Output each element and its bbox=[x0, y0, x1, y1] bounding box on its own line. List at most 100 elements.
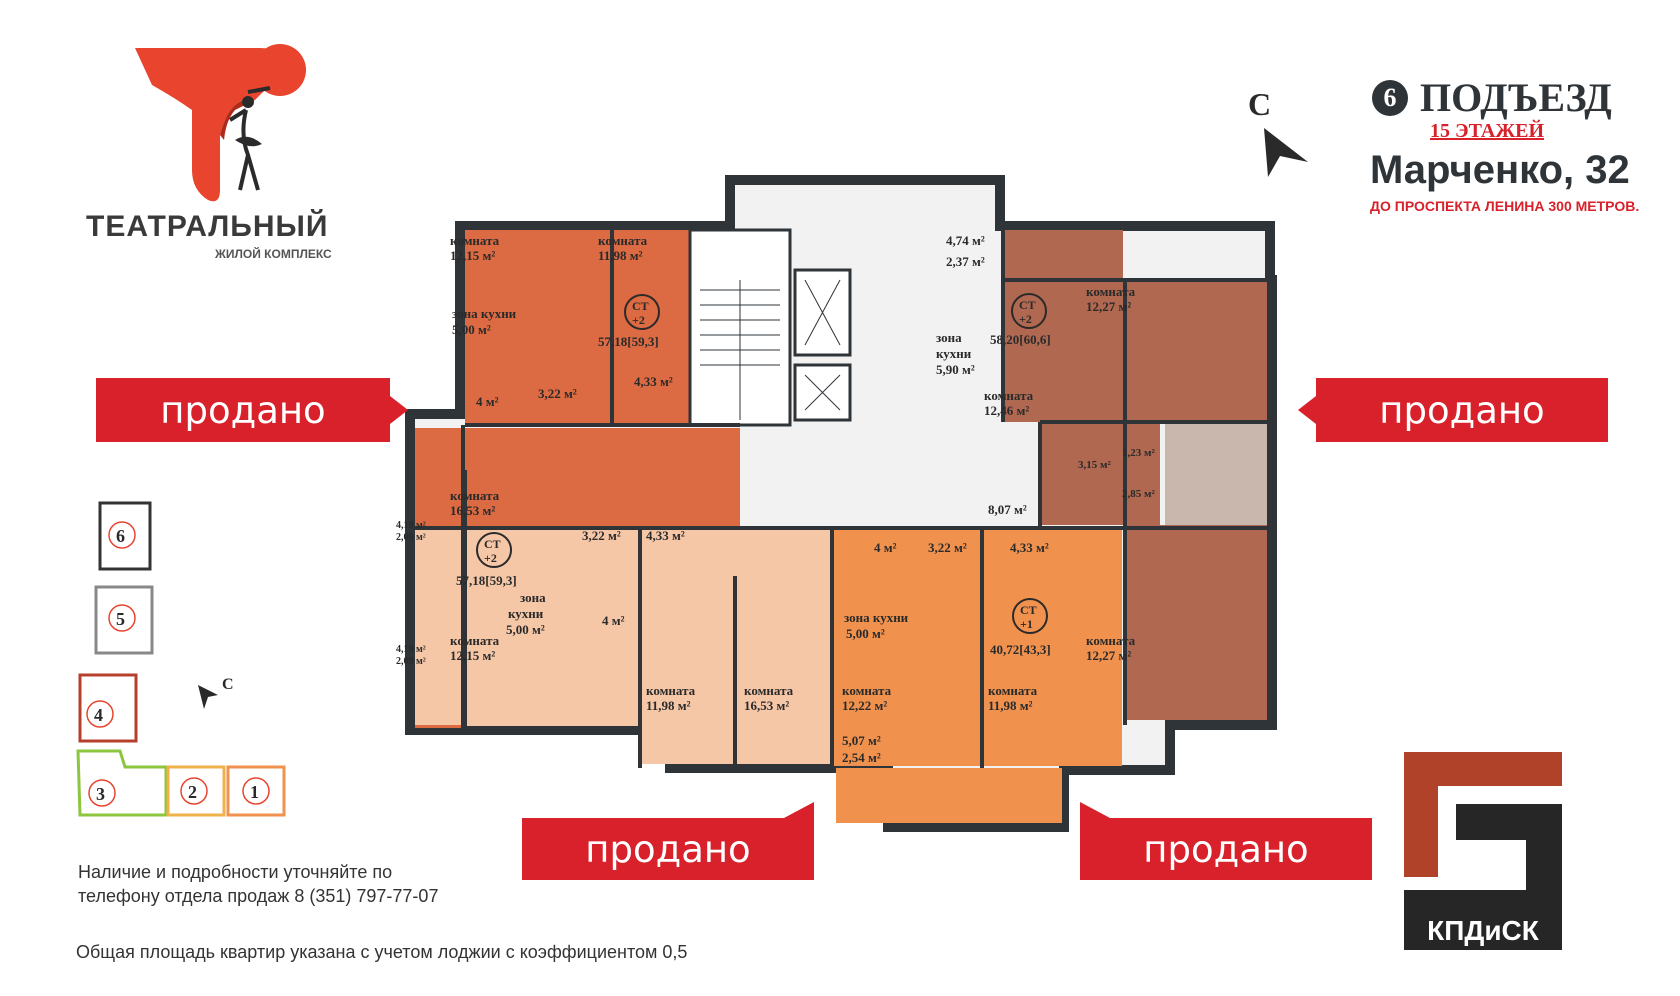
apt-bl-room3-label: комната bbox=[744, 683, 794, 698]
north-arrow-icon bbox=[1264, 128, 1308, 177]
apt-tl-hall: 3,22 м² bbox=[538, 386, 577, 401]
apt-tr-bath: 2,85 м² bbox=[1122, 488, 1155, 500]
apt-bl-room2 bbox=[640, 576, 735, 764]
apt-tr-badge-type: СТ bbox=[1019, 298, 1036, 312]
apt-tr-area: 58,20[60,6] bbox=[990, 332, 1051, 347]
apt-tr-loggia2: 2,37 м² bbox=[946, 254, 985, 269]
apt-br-room1-area: 12,22 м² bbox=[842, 698, 887, 713]
apt-br-hall: 3,22 м² bbox=[928, 540, 967, 555]
apt-tr-kitchen-label2: кухни bbox=[936, 346, 972, 361]
entrance-label: ПОДЪЕЗД bbox=[1420, 75, 1612, 120]
mini-map-north-arrow-icon bbox=[198, 685, 218, 709]
mini-map-north-label: С bbox=[222, 676, 234, 693]
apt-bl-room3-area: 16,53 м² bbox=[744, 698, 789, 713]
mini-map-entrance-1: 1 bbox=[250, 782, 259, 802]
apt-tr-room3-area: 12,27 м² bbox=[1086, 648, 1131, 663]
apt-br-kitchen-area: 5,00 м² bbox=[846, 626, 885, 641]
sold-banner-right-label: продано bbox=[1379, 388, 1545, 432]
arrow-up-left-icon bbox=[1080, 802, 1110, 818]
apt-tl-room1 bbox=[465, 230, 610, 425]
brand-logo bbox=[80, 40, 380, 260]
apt-br-kitchen bbox=[832, 526, 982, 766]
apt-bl-area: 57,18[59,3] bbox=[456, 573, 517, 588]
apt-tl-room3-label: комната bbox=[450, 488, 500, 503]
apt-tl-room3 bbox=[465, 428, 740, 528]
apt-tl-room2-area: 11,98 м² bbox=[598, 248, 643, 263]
brand-name: ТЕАТРАЛЬНЫЙ bbox=[86, 210, 329, 243]
apt-tr-bath bbox=[1165, 422, 1267, 525]
apt-bl-kitchen-label2: кухни bbox=[508, 606, 544, 621]
apt-tr-hall: 8,07 м² bbox=[988, 502, 1027, 517]
apt-tl-room1-label: комната bbox=[450, 233, 500, 248]
apt-br-hall2: 4,33 м² bbox=[1010, 540, 1049, 555]
apt-bl-room1-label: комната bbox=[450, 633, 500, 648]
sold-banner-bottom-left-label: продано bbox=[585, 827, 751, 871]
compass-north-label: С bbox=[1248, 86, 1272, 122]
sold-banner-left-label: продано bbox=[160, 388, 326, 432]
apt-br-loggia1: 5,07 м² bbox=[842, 733, 881, 748]
apt-tr-corr: 3,15 м² bbox=[1078, 459, 1111, 471]
apt-tr-room2-label: комната bbox=[984, 388, 1034, 403]
apt-br-room2-area: 11,98 м² bbox=[988, 698, 1033, 713]
apt-bl-badge-type: СТ bbox=[484, 537, 501, 551]
arrow-right-icon bbox=[390, 396, 408, 424]
arrow-left-icon bbox=[1298, 396, 1316, 424]
sold-banner-left: продано bbox=[96, 378, 408, 442]
apt-tr-room1 bbox=[1125, 282, 1267, 422]
apt-bl-loggia2: 2,09 м² bbox=[396, 656, 426, 667]
apt-tl-area: 57,18[59,3] bbox=[598, 334, 659, 349]
apt-bl-bath: 4 м² bbox=[602, 613, 625, 628]
apt-bl-loggia bbox=[415, 530, 463, 725]
arrow-up-right-icon bbox=[784, 802, 814, 818]
apt-tl-loggia2: 2,09 м² bbox=[396, 532, 426, 543]
apt-tl-room2-label: комната bbox=[598, 233, 648, 248]
entrance-number: 6 bbox=[1383, 83, 1397, 112]
apt-tr-room1-label: комната bbox=[1086, 284, 1136, 299]
apt-tl-badge-type: СТ bbox=[632, 299, 649, 313]
brand-subtitle: ЖИЛОЙ КОМПЛЕКС bbox=[215, 247, 332, 261]
apt-bl-hall2: 4,33 м² bbox=[646, 528, 685, 543]
apt-bl-loggia1: 4,19 м² bbox=[396, 644, 426, 655]
mini-map-entrance-3: 3 bbox=[96, 784, 105, 804]
apt-br-area: 40,72[43,3] bbox=[990, 642, 1051, 657]
contact-line-2: телефону отдела продаж 8 (351) 797-77-07 bbox=[78, 886, 439, 906]
sold-banner-bottom-right: продано bbox=[1080, 802, 1372, 880]
apt-bl-room2-area: 11,98 м² bbox=[646, 698, 691, 713]
apt-tr-room2-area: 12,46 м² bbox=[984, 403, 1029, 418]
apt-br-room1-label: комната bbox=[842, 683, 892, 698]
apt-bl-hall bbox=[640, 526, 830, 576]
apt-tl-loggia1: 4,19 м² bbox=[396, 520, 426, 531]
sold-banner-right: продано bbox=[1298, 378, 1608, 442]
apt-br-badge bbox=[1012, 598, 1048, 634]
address: Марченко, 32 bbox=[1370, 148, 1630, 192]
developer-logo-mark-icon bbox=[1404, 752, 1562, 912]
apt-tr-room3-label: комната bbox=[1086, 633, 1136, 648]
distance-note: ДО ПРОСПЕКТА ЛЕНИНА 300 МЕТРОВ. bbox=[1370, 198, 1640, 214]
developer-logo-text: КПДиСК bbox=[1404, 912, 1562, 950]
apt-bl-room1 bbox=[465, 530, 640, 726]
apt-tr-loggia1: 4,74 м² bbox=[946, 233, 985, 248]
apt-tr-wc: 1,23 м² bbox=[1122, 447, 1155, 459]
apt-tr-kitchen bbox=[1003, 282, 1123, 422]
apt-tl-bath: 4 м² bbox=[476, 394, 499, 409]
apt-tr-kitchen-label1: зона bbox=[936, 330, 962, 345]
apt-tl-badge bbox=[624, 294, 660, 330]
apt-br-bath: 4 м² bbox=[874, 540, 897, 555]
apt-bl-kitchen-area: 5,00 м² bbox=[506, 622, 545, 637]
apt-br-room2 bbox=[982, 526, 1122, 766]
entrance-badge: 6 bbox=[1372, 80, 1408, 116]
apt-tl-room1-area: 12,15 м² bbox=[450, 248, 495, 263]
sold-banner-bottom-right-label: продано bbox=[1143, 827, 1309, 871]
apt-tl-badge-rooms: +2 bbox=[632, 313, 645, 327]
contact-line-1: Наличие и подробности уточняйте по bbox=[78, 862, 393, 882]
apt-bl-room3 bbox=[737, 576, 830, 764]
apt-br-badge-rooms: +1 bbox=[1020, 617, 1033, 631]
apt-tr-room1-area: 12,27 м² bbox=[1086, 299, 1131, 314]
apt-bl-badge bbox=[476, 532, 512, 568]
apt-tr-hall bbox=[1040, 422, 1160, 525]
mini-map-entrance-6: 6 bbox=[116, 526, 125, 546]
apt-bl-kitchen-label1: зона bbox=[520, 590, 546, 605]
sold-banner-bottom-left: продано bbox=[522, 802, 814, 880]
apt-br-room2-label: комната bbox=[988, 683, 1038, 698]
apt-tl-kitchen-label: зона кухни bbox=[452, 306, 517, 321]
